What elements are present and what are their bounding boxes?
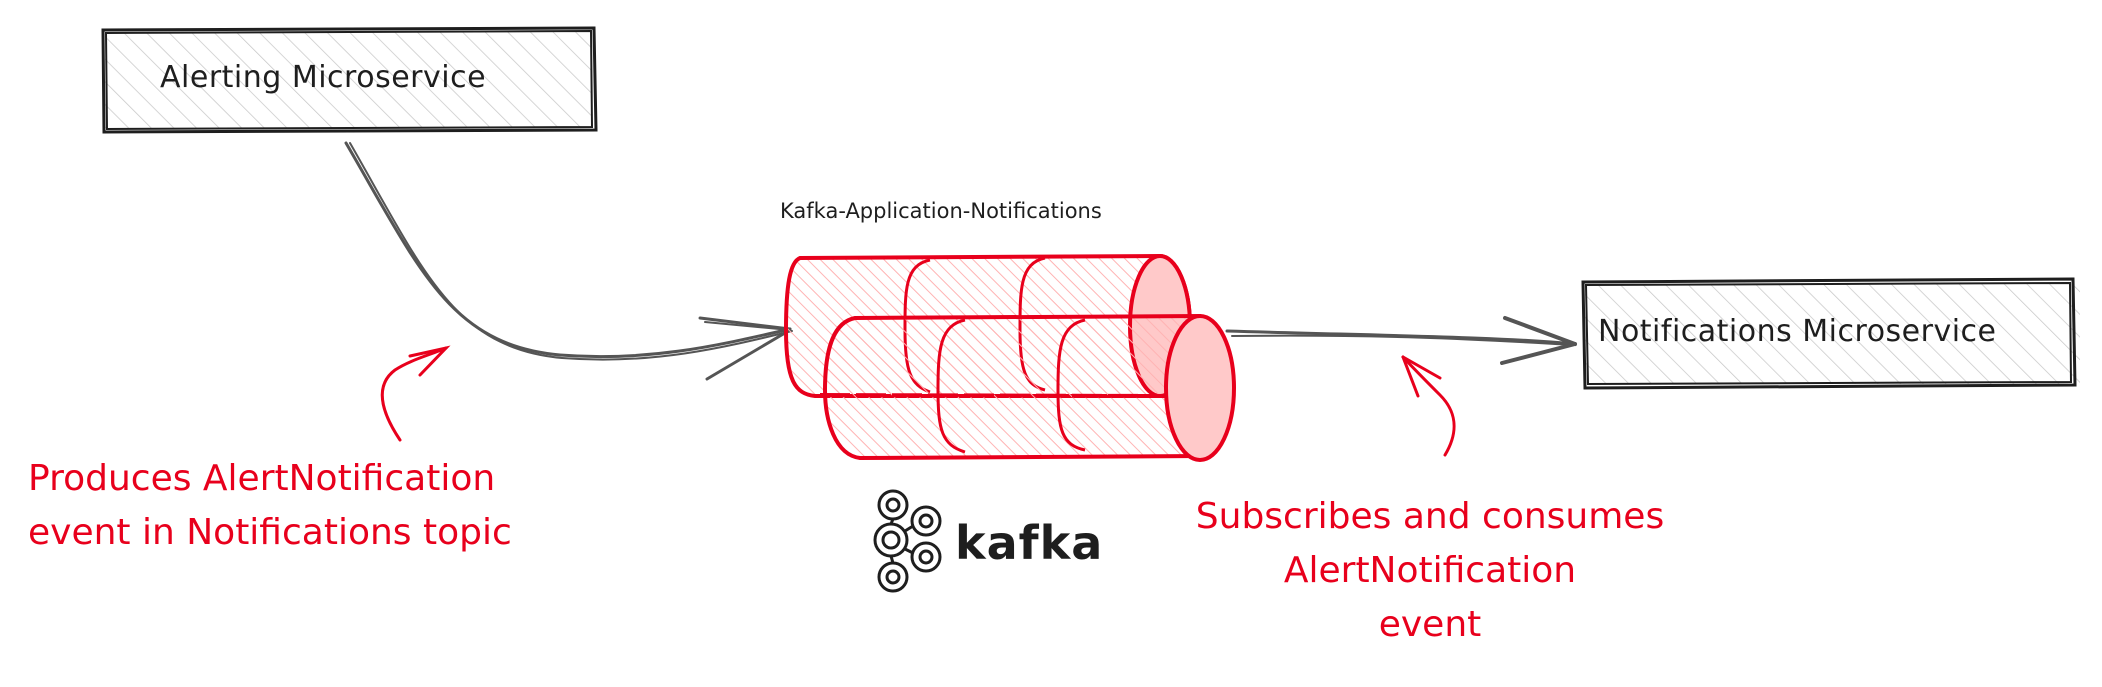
producer-pointer-arrow	[380, 345, 451, 442]
alerting-service-label: Alerting Microservice	[160, 60, 487, 95]
alerting-service-box[interactable]	[101, 26, 598, 134]
producer-annotation: Produces AlertNotification event in Noti…	[28, 452, 512, 560]
producer-annotation-line-1: Produces AlertNotification	[28, 458, 496, 499]
notifications-service-label: Notifications Microservice	[1598, 314, 1997, 349]
consumer-pointer-arrow	[1401, 355, 1456, 457]
consumer-annotation-line-1: Subscribes and consumes	[1195, 496, 1665, 537]
produce-arrow	[344, 141, 793, 381]
kafka-logo-text: kafka	[955, 516, 1104, 570]
kafka-logo-icon	[873, 489, 942, 593]
producer-annotation-line-2: event in Notifications topic	[28, 512, 512, 553]
consumer-annotation-line-2: AlertNotification	[1283, 550, 1577, 591]
consumer-annotation: Subscribes and consumes AlertNotificatio…	[1160, 490, 1700, 652]
kafka-topic-cylinders[interactable]	[783, 253, 1236, 462]
kafka-topic-label: Kafka-Application-Notifications	[780, 199, 1102, 223]
consumer-annotation-line-3: event	[1378, 604, 1482, 645]
notifications-service-box[interactable]	[1581, 277, 2080, 390]
consume-arrow	[1225, 316, 1577, 365]
